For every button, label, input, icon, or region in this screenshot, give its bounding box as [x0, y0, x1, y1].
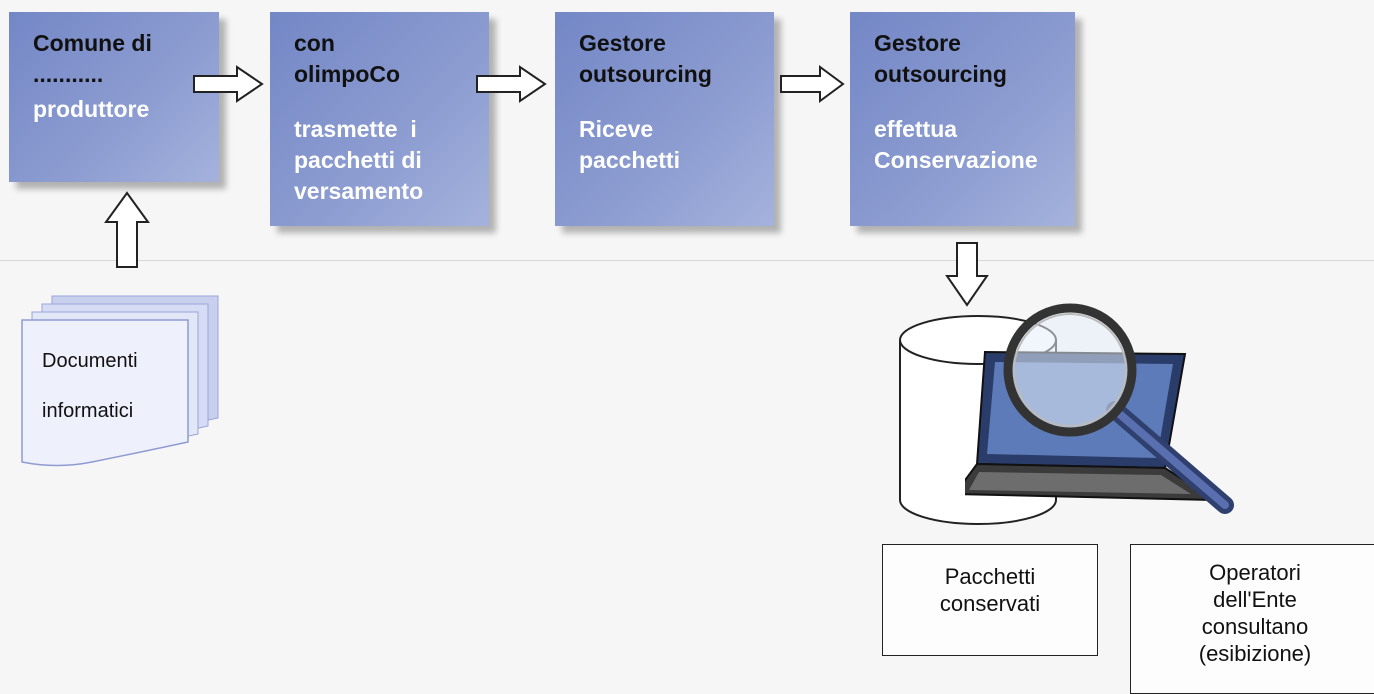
box4-head-line1: Gestore — [874, 30, 961, 56]
storage-label-line1: Pacchetti — [944, 564, 1036, 589]
operators-label-line3: consultano — [1201, 614, 1309, 639]
laptop-magnifier-icon — [965, 303, 1234, 514]
box2-sub-line1: trasmette i — [294, 116, 417, 142]
documents-label-line2: informatici — [42, 400, 134, 422]
documents-stack-icon — [21, 295, 219, 467]
box4-sub-line1: effettua — [874, 116, 958, 142]
arrow-right-2 — [476, 65, 547, 103]
box4-sub-line2: Conservazione — [874, 147, 1038, 173]
box-gestore-riceve: Gestore outsourcing Riceve pacchetti — [555, 12, 774, 226]
box2-sub-line2: pacchetti di — [294, 147, 422, 173]
operators-label-line4: (esibizione) — [1198, 641, 1312, 666]
operators-label-line1: Operatori — [1209, 560, 1301, 585]
operators-label-line2: dell'Ente — [1213, 587, 1297, 612]
operators-label-box: Operatori dell'Ente consultano (esibizio… — [1130, 544, 1374, 694]
box-comune-produttore: Comune di ........... produttore — [9, 12, 219, 182]
background-rule — [0, 260, 1374, 261]
box3-head-line1: Gestore — [579, 30, 666, 56]
box3-sub-line1: Riceve — [579, 116, 654, 142]
storage-label-box: Pacchetti conservati — [882, 544, 1098, 656]
box-gestore-conservazione: Gestore outsourcing effettua Conservazio… — [850, 12, 1075, 226]
box1-head-line2: ........... — [33, 61, 104, 87]
box1-head-line1: Comune di — [33, 30, 152, 56]
box3-sub-line2: pacchetti — [579, 147, 680, 173]
box-olimpoco-trasmette: con olimpoCo trasmette i pacchetti di ve… — [270, 12, 489, 226]
box3-head-line2: outsourcing — [579, 61, 712, 87]
arrow-right-3 — [780, 65, 845, 103]
box2-head-line2: olimpoCo — [294, 61, 401, 87]
storage-label-line2: conservati — [939, 591, 1041, 616]
box2-head-line1: con — [294, 30, 335, 56]
documents-label-line1: Documenti — [42, 350, 138, 372]
arrow-up-documents — [104, 191, 150, 268]
arrow-right-1 — [193, 65, 264, 103]
box4-head-line2: outsourcing — [874, 61, 1007, 87]
box1-sub-line1: produttore — [33, 96, 150, 122]
arrow-down-storage — [945, 242, 989, 307]
box2-sub-line3: versamento — [294, 178, 424, 204]
